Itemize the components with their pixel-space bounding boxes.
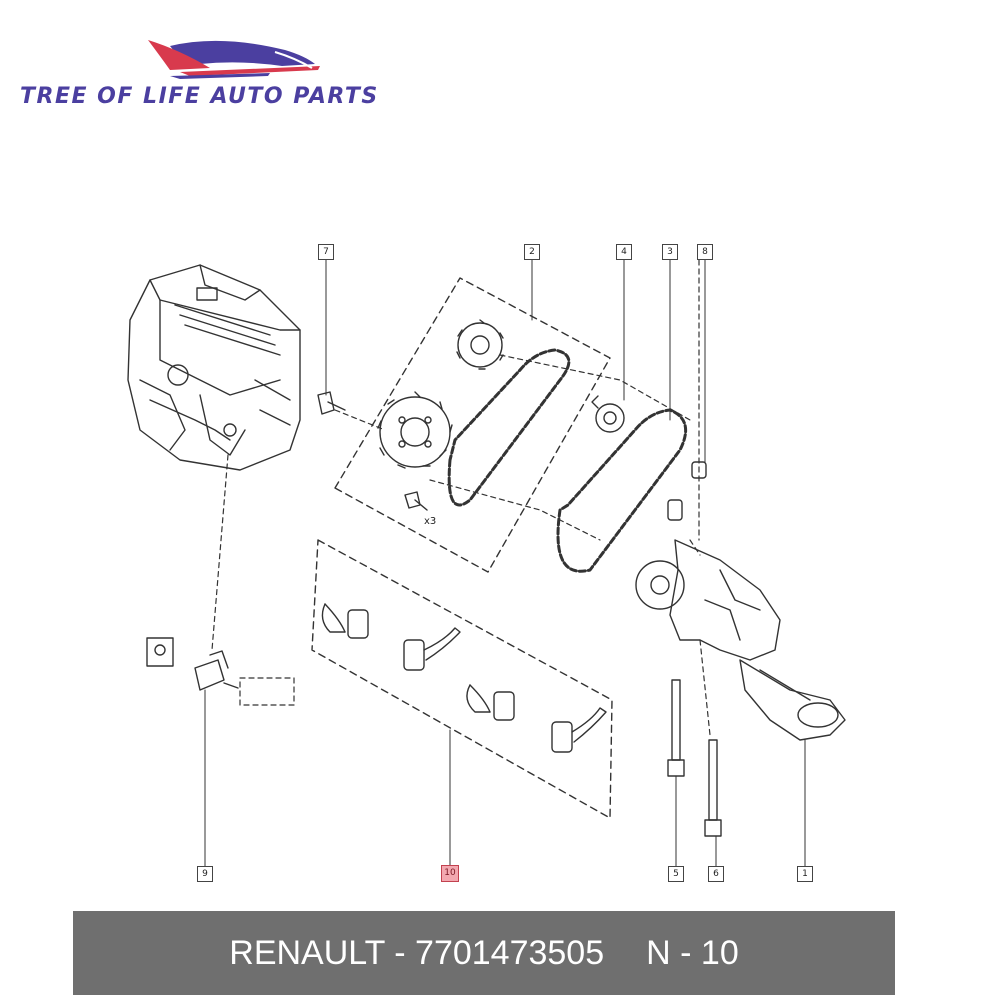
callout-3: 3 — [662, 244, 678, 260]
callout-1: 1 — [797, 866, 813, 882]
guide-lines — [211, 259, 711, 736]
bolt-5-illustration — [667, 679, 685, 777]
bolt-6-illustration — [704, 739, 722, 837]
kit-outline-10 — [311, 539, 613, 819]
part-number-banner: RENAULT - 7701473505 N - 10 — [73, 911, 895, 995]
timing-chain-2-illustration — [447, 348, 571, 507]
callout-7: 7 — [318, 244, 334, 260]
callout-10: 10 — [441, 865, 459, 882]
sensor-9-illustration — [146, 637, 239, 691]
oil-pump-chain-3-illustration — [556, 408, 688, 573]
cam-sprocket-illustration — [456, 319, 504, 370]
reference-number-text: N - 10 — [646, 933, 739, 972]
callout-6: 6 — [708, 866, 724, 882]
bushing-8-illustration — [691, 461, 707, 479]
bolt-7-illustration — [317, 391, 346, 415]
oil-pump-illustration — [635, 499, 846, 741]
engine-block-illustration — [127, 264, 301, 471]
callout-4: 4 — [616, 244, 632, 260]
bolt-set-illustration — [404, 491, 428, 511]
crank-sprocket-illustration — [377, 391, 453, 469]
sprocket-4-illustration — [591, 395, 625, 433]
callout-5: 5 — [668, 866, 684, 882]
quantity-note: x3 — [424, 516, 436, 527]
callout-8: 8 — [697, 244, 713, 260]
callout-9: 9 — [197, 866, 213, 882]
leader-lines — [204, 257, 806, 867]
tensioner-items-illustration — [321, 603, 607, 753]
kit-outline-2 — [334, 277, 611, 573]
callout-2: 2 — [524, 244, 540, 260]
part-number-text: RENAULT - 7701473505 — [229, 933, 605, 972]
sports-car-swoosh-icon — [148, 40, 320, 79]
brand-name: TREE OF LIFE AUTO PARTS — [20, 84, 379, 109]
